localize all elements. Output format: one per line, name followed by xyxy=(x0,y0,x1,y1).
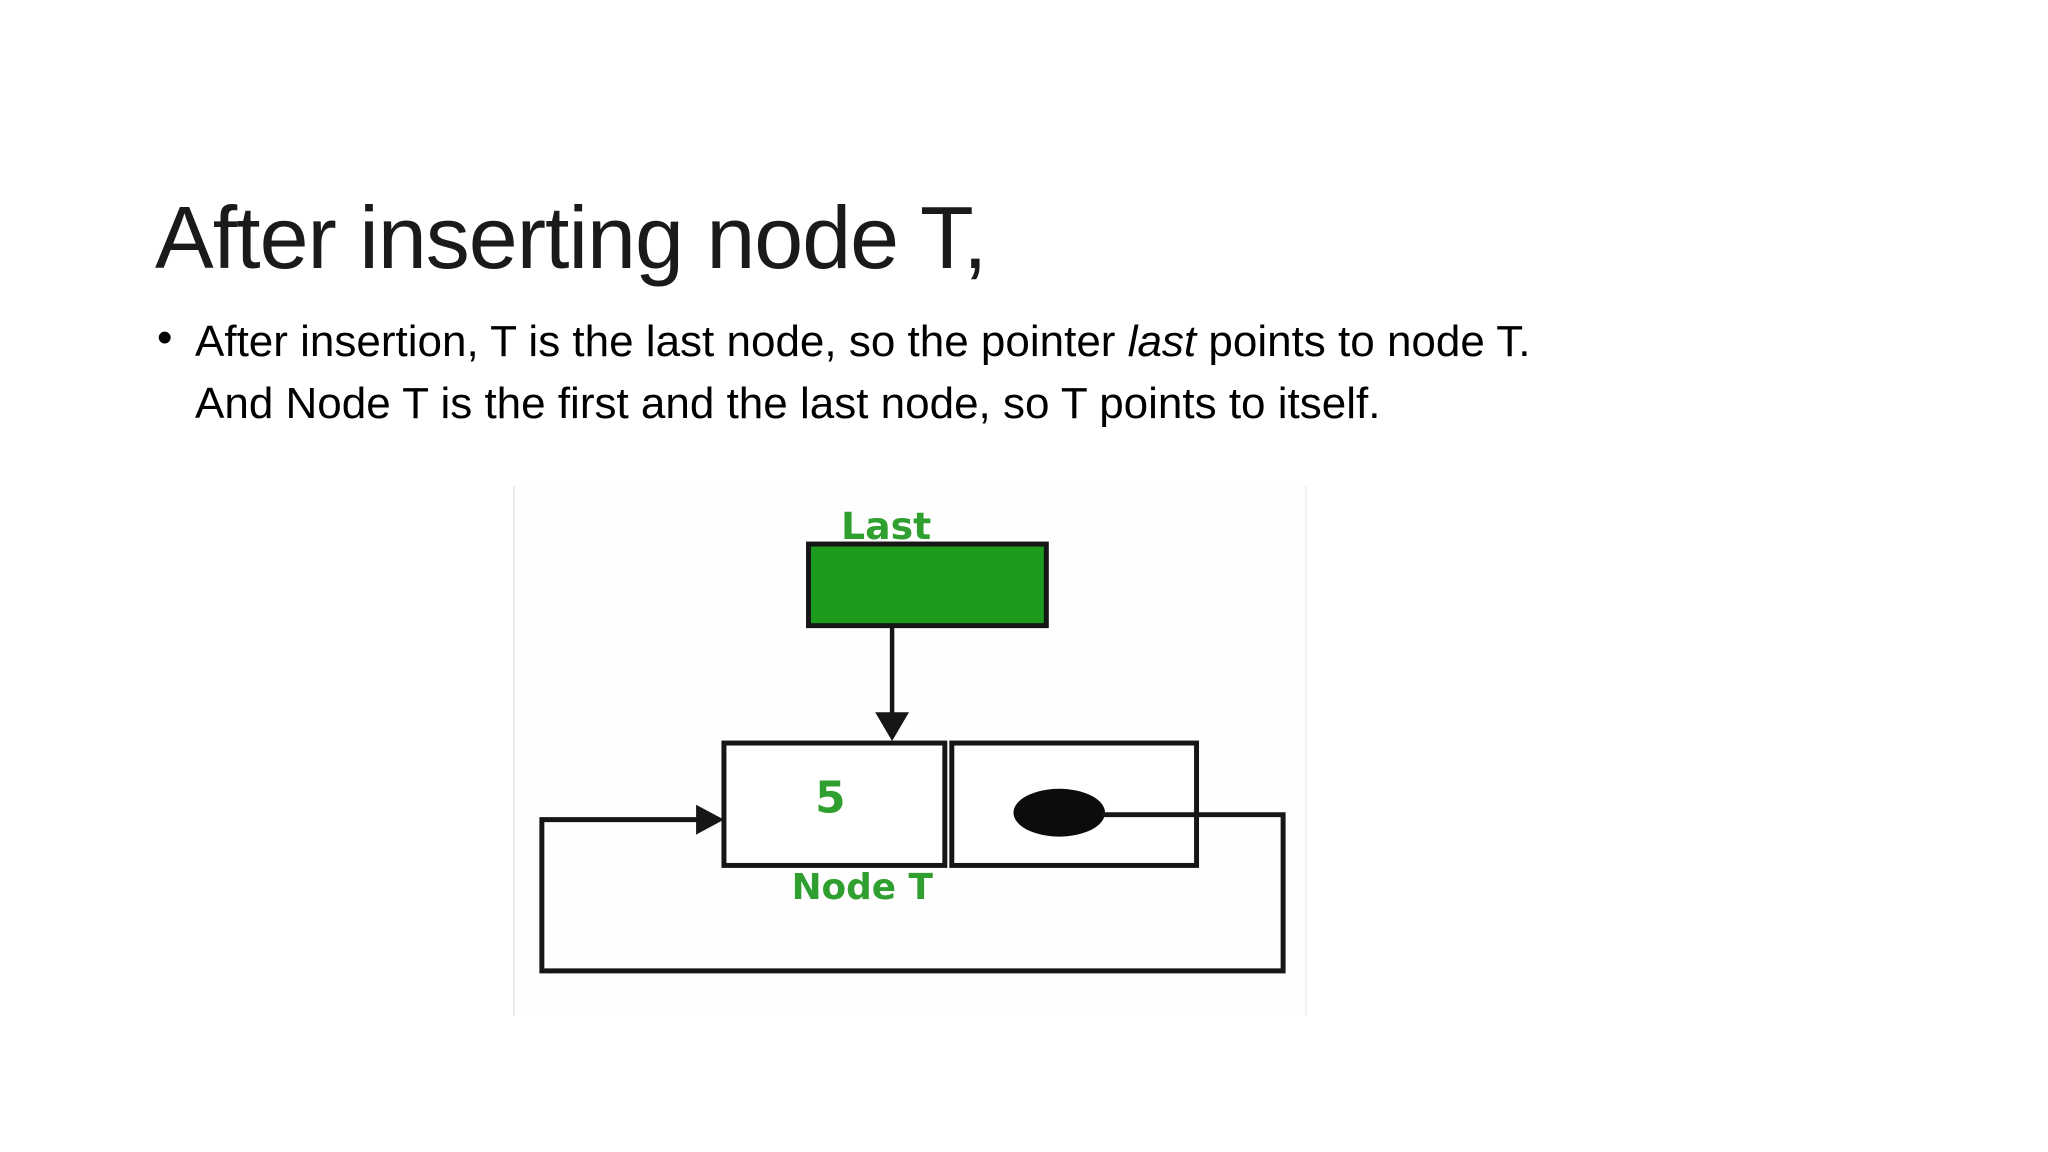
last-pointer-box xyxy=(806,541,1049,629)
page-title: After inserting node T, xyxy=(155,187,987,287)
bullet-italic-word: last xyxy=(1127,317,1197,366)
last-pointer-label: Last xyxy=(841,504,931,548)
self-loop-line xyxy=(539,812,1286,974)
next-pointer-dot-icon xyxy=(1013,788,1106,837)
node-data-box xyxy=(721,740,948,868)
self-loop-arrow-head-icon xyxy=(696,804,724,835)
bullet-text-part3: And Node T is the first and the last nod… xyxy=(195,379,1381,428)
bullet-text-part2: points to node T. xyxy=(1196,317,1531,366)
bullet-marker: • xyxy=(157,313,173,362)
circular-list-diagram: Last 5 Node T xyxy=(539,504,1286,974)
bullet-text: After insertion, T is the last node, so … xyxy=(157,311,1957,435)
last-arrow-head-icon xyxy=(875,712,910,742)
node-t-label: Node T xyxy=(792,867,934,908)
bullet-item: • After insertion, T is the last node, s… xyxy=(157,311,1957,435)
node-value: 5 xyxy=(815,773,845,824)
bullet-text-part1: After insertion, T is the last node, so … xyxy=(195,317,1128,366)
diagram-image: Last 5 Node T xyxy=(513,486,1307,1016)
